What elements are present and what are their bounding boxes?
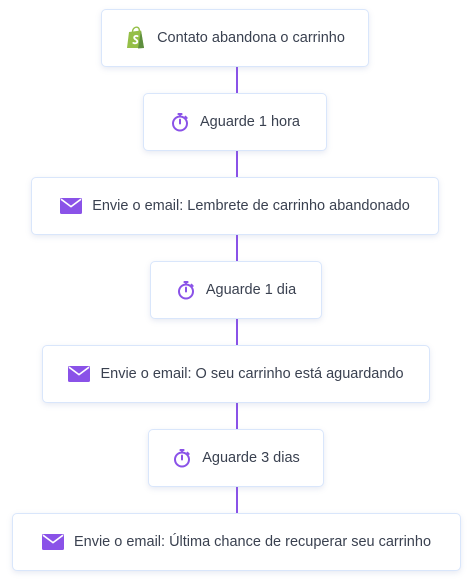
- connector-3: [236, 235, 238, 262]
- connector-2: [236, 151, 238, 178]
- envelope-icon: [41, 534, 64, 550]
- connector-4: [236, 319, 238, 346]
- envelope-icon: [60, 198, 83, 214]
- step-wait-node[interactable]: Aguarde 1 dia: [150, 261, 322, 319]
- step-label: Envie o email: Última chance de recupera…: [73, 534, 432, 550]
- step-label: Aguarde 1 hora: [200, 114, 300, 130]
- stopwatch-icon: [170, 112, 190, 132]
- step-label: Aguarde 3 dias: [202, 450, 300, 466]
- connector-1: [236, 67, 238, 94]
- step-email-node[interactable]: Envie o email: O seu carrinho está aguar…: [42, 345, 430, 403]
- step-email-node[interactable]: Envie o email: Última chance de recupera…: [12, 513, 461, 571]
- step-wait-node[interactable]: Aguarde 3 dias: [148, 429, 324, 487]
- stopwatch-icon: [172, 448, 192, 468]
- step-wait-node[interactable]: Aguarde 1 hora: [143, 93, 327, 151]
- step-trigger-node[interactable]: Contato abandona o carrinho: [101, 9, 369, 67]
- connector-6: [236, 487, 238, 514]
- step-label: Envie o email: Lembrete de carrinho aban…: [92, 198, 410, 214]
- step-label: Aguarde 1 dia: [205, 282, 297, 298]
- envelope-icon: [68, 366, 91, 382]
- stopwatch-icon: [176, 280, 196, 300]
- step-label: Contato abandona o carrinho: [157, 30, 345, 46]
- shopify-bag-icon: [125, 26, 147, 50]
- connector-5: [236, 403, 238, 430]
- step-email-node[interactable]: Envie o email: Lembrete de carrinho aban…: [31, 177, 439, 235]
- step-label: Envie o email: O seu carrinho está aguar…: [100, 366, 404, 382]
